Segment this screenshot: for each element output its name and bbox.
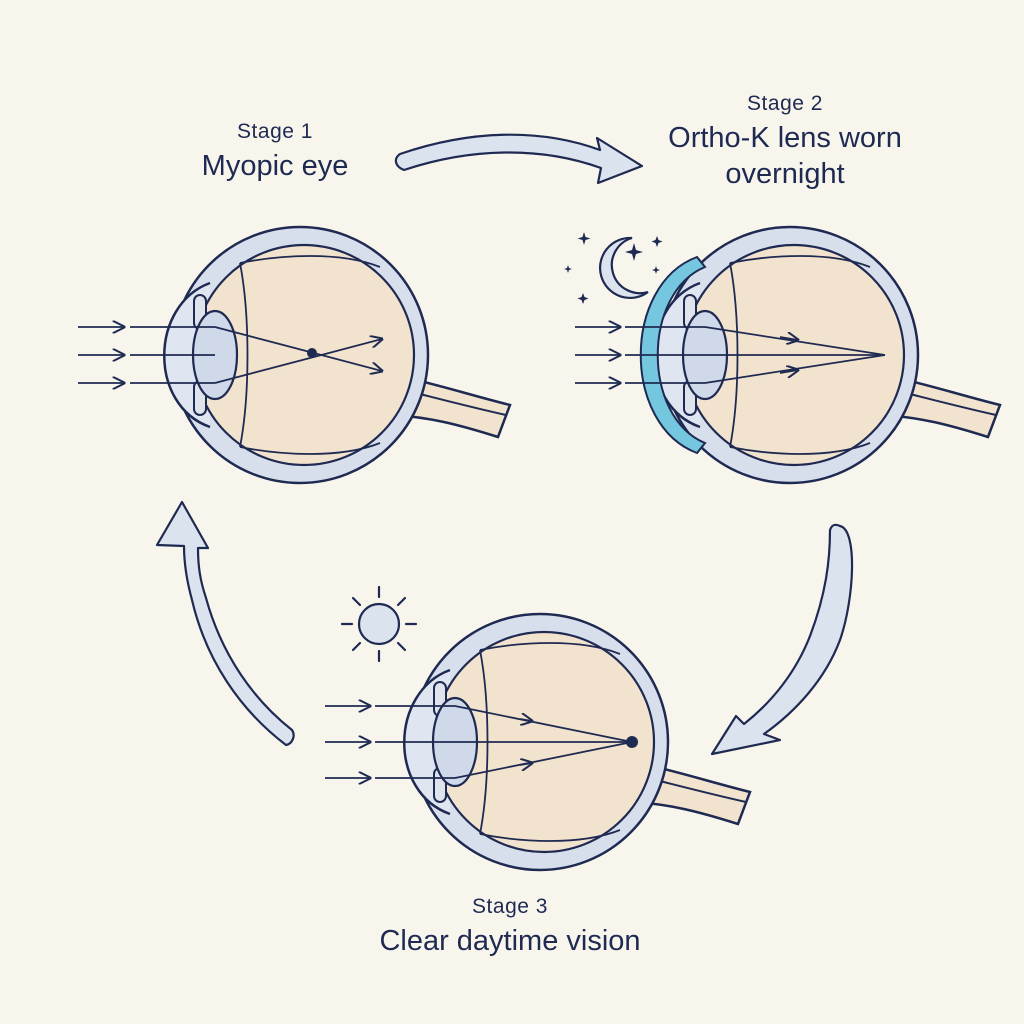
light-rays-stage-1: [78, 327, 382, 383]
cycle-arrow-stage1-to-stage2: [394, 133, 644, 185]
stage-1-title: Myopic eye: [201, 150, 349, 182]
eye-diagram-stage-3: [325, 612, 752, 872]
stage-1-number: Stage 1: [237, 120, 313, 143]
sun-icon: [340, 585, 418, 663]
stage-3-title: Clear daytime vision: [379, 925, 641, 957]
moon-stars-icon: [564, 232, 663, 304]
stage-2-title: Ortho-K lens worn overnight: [668, 122, 902, 190]
light-rays-stage-2: [575, 327, 886, 383]
cycle-arrow-stage3-to-stage1: [155, 500, 295, 747]
focal-point-stage-1: [307, 348, 317, 358]
stage-1-label: Stage 1 Myopic eye: [150, 120, 400, 184]
cycle-arrow-stage2-to-stage3: [710, 523, 854, 756]
stage-3-number: Stage 3: [472, 895, 548, 918]
eye-diagram-stage-1: [78, 225, 512, 485]
ortho-k-lens: [639, 255, 707, 455]
light-rays-stage-3: [325, 706, 633, 778]
stage-3-label: Stage 3 Clear daytime vision: [330, 895, 690, 959]
stage-2-number: Stage 2: [747, 92, 823, 115]
stage-2-label: Stage 2 Ortho-K lens worn overnight: [640, 92, 930, 192]
focal-point-stage-3: [626, 736, 638, 748]
eye-diagram-stage-2: [575, 225, 1002, 485]
